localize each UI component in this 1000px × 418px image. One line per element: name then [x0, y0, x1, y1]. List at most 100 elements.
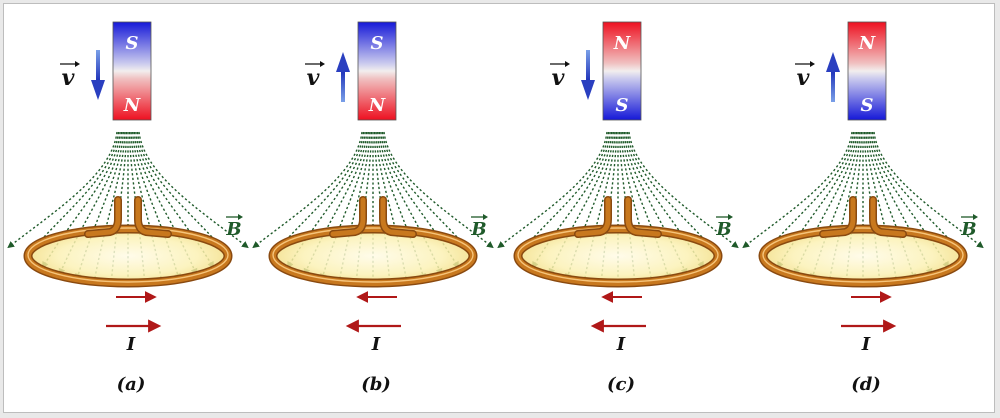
- bar-magnet: NS: [847, 21, 887, 121]
- field-line: [352, 131, 373, 287]
- panel-caption: (d): [851, 374, 881, 395]
- field-line: [623, 131, 688, 276]
- field-symbol: B: [960, 219, 976, 240]
- field-line: [628, 131, 739, 249]
- coil-lead: [625, 197, 661, 237]
- current-arrows: I: [106, 291, 162, 355]
- field-lines: [7, 131, 249, 288]
- velocity-arrow: [91, 50, 105, 100]
- velocity-label: v: [305, 61, 325, 91]
- coil-interior: [28, 229, 228, 283]
- coil-lead: [820, 197, 856, 237]
- coil-highlight: [762, 227, 964, 283]
- current-arrows: I: [590, 291, 646, 355]
- coil-lead: [85, 197, 121, 237]
- field-line: [581, 131, 616, 285]
- field-line: [380, 131, 460, 269]
- field-line: [776, 131, 856, 269]
- current-label: I: [861, 334, 871, 355]
- current-arrows: I: [345, 291, 401, 355]
- field-line: [625, 131, 705, 269]
- coil-lead: [135, 197, 171, 237]
- velocity-arrow: [336, 52, 350, 102]
- field-line: [133, 131, 198, 276]
- coil-loop: [268, 196, 478, 288]
- bar-magnet: SN: [112, 21, 152, 121]
- coil-highlight: [27, 227, 229, 283]
- coil-loop: [23, 196, 233, 288]
- field-line: [383, 131, 494, 249]
- field-line: [497, 131, 608, 249]
- bar-magnet: SN: [357, 21, 397, 121]
- field-label: B: [960, 214, 978, 240]
- magnet-body: [357, 21, 397, 121]
- magnet-bottom-pole: N: [368, 95, 387, 116]
- field-line: [870, 131, 950, 269]
- field-symbol: B: [715, 219, 731, 240]
- velocity-arrow: [581, 50, 595, 100]
- field-line: [548, 131, 613, 276]
- field-symbol: B: [470, 219, 486, 240]
- velocity-symbol: v: [797, 65, 810, 91]
- bar-magnet: NS: [602, 21, 642, 121]
- field-line: [286, 131, 366, 269]
- velocity-label: v: [60, 61, 80, 91]
- magnet-bottom-pole: S: [616, 95, 629, 116]
- magnet-body: [847, 21, 887, 121]
- magnet-top-pole: N: [858, 33, 877, 54]
- field-line: [868, 131, 933, 276]
- panel-caption: (c): [607, 374, 635, 395]
- field-line: [620, 131, 655, 285]
- panel-a: SN vB I (a): [7, 21, 249, 395]
- field-line: [107, 131, 128, 287]
- current-label: I: [371, 334, 381, 355]
- panel-caption: (a): [117, 374, 146, 395]
- panel-caption: (b): [361, 374, 391, 395]
- current-label: I: [126, 334, 136, 355]
- field-line: [303, 131, 368, 276]
- field-symbol: B: [225, 219, 241, 240]
- magnet-body: [602, 21, 642, 121]
- field-line: [863, 131, 884, 287]
- velocity-symbol: v: [552, 65, 565, 91]
- velocity-symbol: v: [307, 65, 320, 91]
- field-line: [865, 131, 900, 285]
- current-arrows: I: [841, 291, 897, 355]
- field-label: B: [470, 214, 488, 240]
- field-line: [742, 131, 853, 249]
- coil-interior: [518, 229, 718, 283]
- current-label: I: [616, 334, 626, 355]
- coil-loop: [758, 196, 968, 288]
- magnet-top-pole: S: [126, 33, 139, 54]
- field-line: [336, 131, 371, 285]
- velocity-arrow: [826, 52, 840, 102]
- field-line: [373, 131, 394, 287]
- field-line: [138, 131, 249, 249]
- coil-loop: [513, 196, 723, 288]
- velocity-label: v: [795, 61, 815, 91]
- field-line: [135, 131, 215, 269]
- field-line: [842, 131, 863, 287]
- coil-lead: [575, 197, 611, 237]
- field-line: [252, 131, 363, 249]
- magnet-top-pole: N: [613, 33, 632, 54]
- field-line: [130, 131, 165, 285]
- coil-lead: [330, 197, 366, 237]
- coil-lead: [870, 197, 906, 237]
- field-line: [41, 131, 121, 269]
- field-line: [597, 131, 618, 287]
- coil-lead: [380, 197, 416, 237]
- field-line: [7, 131, 118, 249]
- field-line: [378, 131, 443, 276]
- field-line: [873, 131, 984, 249]
- coil-highlight: [517, 227, 719, 283]
- field-lines: [742, 131, 984, 288]
- coil-interior: [763, 229, 963, 283]
- coil-highlight: [272, 227, 474, 283]
- field-line: [793, 131, 858, 276]
- field-line: [531, 131, 611, 269]
- magnet-bottom-pole: S: [861, 95, 874, 116]
